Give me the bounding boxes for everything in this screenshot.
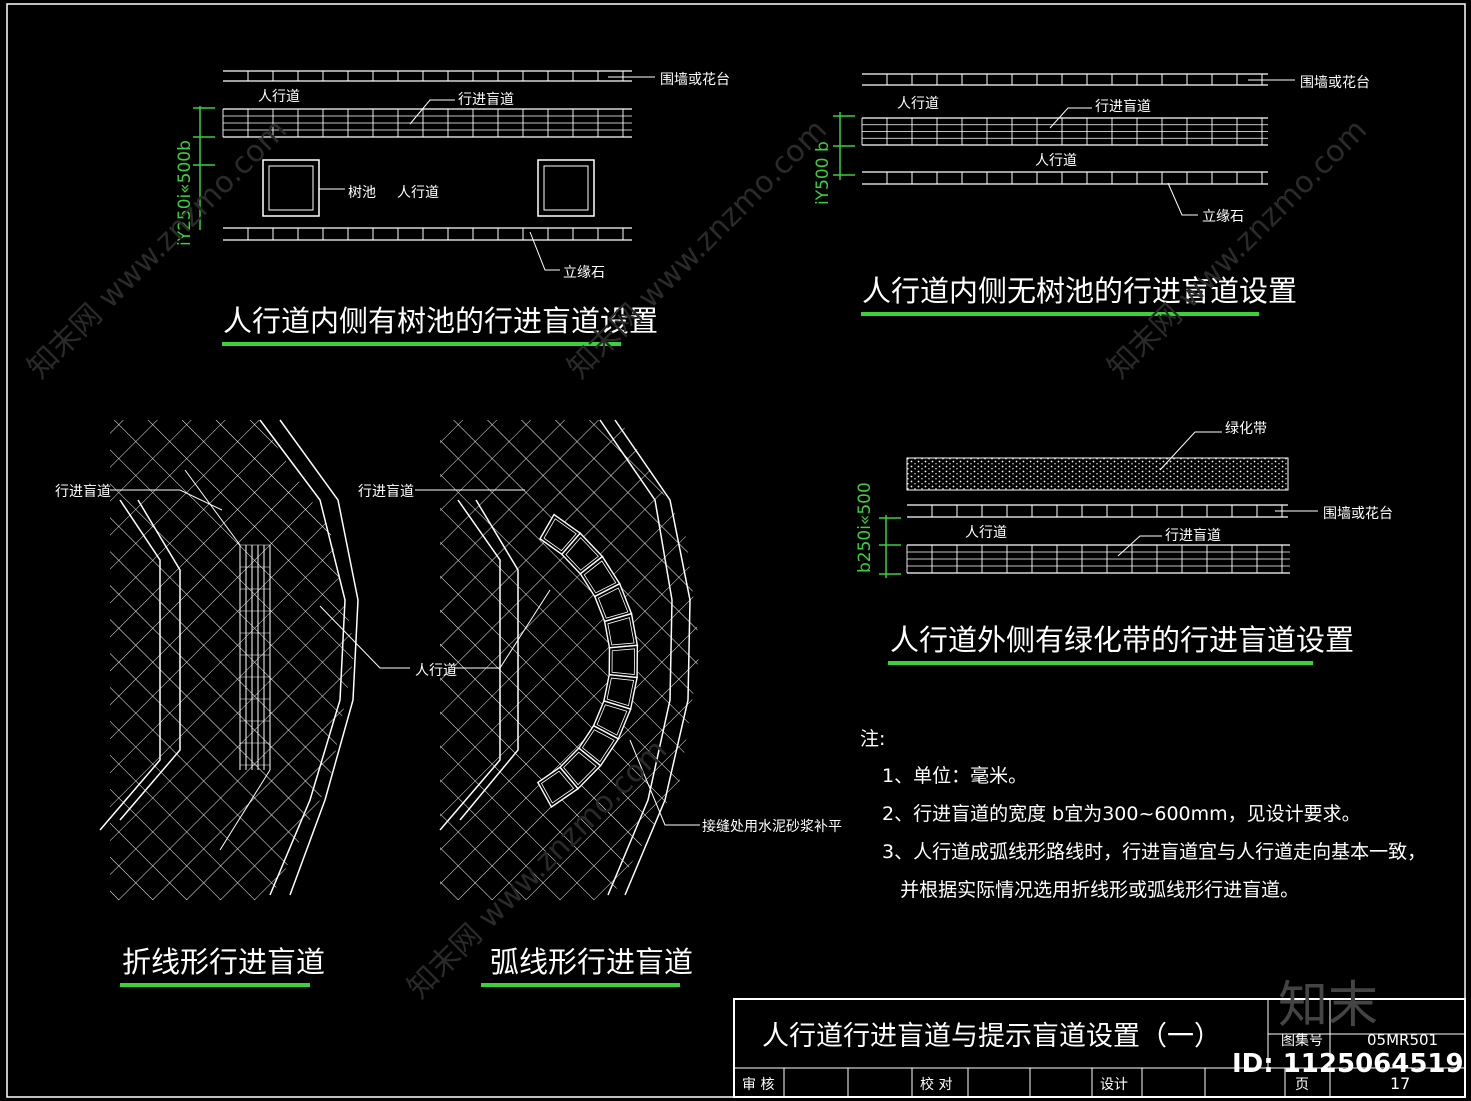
panel-title: 弧线形行进盲道: [490, 945, 693, 979]
title-underline: [481, 983, 680, 987]
label-tactile: 行进盲道: [1095, 98, 1151, 115]
dimension-text: iY500 b: [813, 141, 833, 205]
panel-title: 折线形行进盲道: [122, 945, 325, 979]
tactile-strip: [861, 117, 1268, 146]
tree-pit-left: [262, 159, 320, 217]
title-underline: [222, 342, 621, 346]
review-label: 审 核: [742, 1077, 774, 1093]
label-pit: 树池: [348, 185, 376, 201]
watermark-text: 知末网 www.znzmo.com: [561, 113, 834, 386]
panel-title: 人行道外侧有绿化带的行进盲道设置: [890, 623, 1354, 657]
title-underline: [120, 983, 310, 987]
design-label: 设计: [1100, 1077, 1128, 1093]
note-item: 并根据实际情况选用折线形或弧线形行进盲道。: [882, 879, 1299, 901]
label-tactile: 行进盲道: [458, 91, 514, 108]
wall-strip: [862, 73, 1268, 86]
page-label: 页: [1295, 1077, 1309, 1093]
wall-strip: [223, 70, 632, 82]
label-sidewalk-mid: 人行道: [1035, 153, 1077, 169]
tactile-strip: [906, 544, 1290, 574]
panel-title: 人行道内侧有树池的行进盲道设置: [223, 304, 658, 338]
title-block: 人行道行进盲道与提示盲道设置（一） 图集号 05MR501 审 核 校 对 设计…: [733, 998, 1466, 1098]
label-curb: 立缘石: [1202, 209, 1244, 225]
notes: 注: 1、单位：毫米。 2、行进盲道的宽度 b宜为300~600mm，见设计要求…: [860, 728, 1426, 901]
panel-green-belt: 绿化带 围墙或花台 人行道 行进盲道 b250i«500 人行道外侧有绿化带的行…: [855, 421, 1393, 665]
watermark-id: ID: 1125064519: [1232, 1049, 1464, 1079]
label-joint: 接缝处用水泥砂浆补平: [702, 818, 842, 835]
panel-arc: 行进盲道 人行道 接缝处用水泥砂浆补平 弧线形行进盲道: [358, 419, 842, 987]
page-no: 17: [1390, 1074, 1410, 1093]
tactile-strip-polyline: [184, 469, 271, 851]
wall-strip: [907, 504, 1288, 518]
label-wall: 围墙或花台: [660, 72, 730, 88]
note-item: 3、人行道成弧线形路线时，行进盲道宜与人行道走向基本一致，: [882, 841, 1426, 863]
label-sidewalk: 人行道: [965, 525, 1007, 541]
dimension-text: iY250i«500b: [175, 140, 195, 246]
notes-heading: 注:: [860, 728, 885, 750]
panel-tree-pit: 围墙或花台 人行道 行进盲道 树池 人行道 立缘石 iY250i«500b 人行…: [175, 70, 730, 346]
label-tactile: 行进盲道: [55, 483, 111, 500]
title-underline: [888, 661, 1313, 665]
label-tactile: 行进盲道: [358, 483, 414, 500]
tree-pit-right: [537, 159, 595, 217]
green-belt: [906, 457, 1289, 491]
label-sidewalk: 人行道: [415, 663, 457, 679]
label-sidewalk-top: 人行道: [258, 89, 300, 105]
check-label: 校 对: [920, 1076, 952, 1093]
curb-strip: [223, 227, 632, 241]
curb-strip: [862, 171, 1268, 185]
title-underline: [861, 312, 1259, 316]
label-green: 绿化带: [1225, 421, 1267, 437]
tactile-strip: [222, 108, 632, 138]
panel-polyline: 行进盲道 折线形行进盲道: [55, 419, 410, 987]
label-sidewalk-mid: 人行道: [397, 185, 439, 201]
panel-title: 人行道内侧无树池的行进盲道设置: [862, 274, 1297, 308]
label-curb: 立缘石: [563, 265, 605, 281]
tactile-strip-arc: [536, 513, 639, 808]
sheet-title: 人行道行进盲道与提示盲道设置（一）: [762, 1021, 1221, 1052]
label-wall: 围墙或花台: [1300, 75, 1370, 91]
atlas-label: 图集号: [1281, 1032, 1323, 1049]
watermark-text: 知末网 www.znzmo.com: [1101, 113, 1374, 386]
label-sidewalk-top: 人行道: [897, 96, 939, 112]
watermark-logo: 知末: [1278, 976, 1378, 1034]
dimension-text: b250i«500: [855, 482, 875, 573]
note-item: 2、行进盲道的宽度 b宜为300~600mm，见设计要求。: [882, 803, 1361, 825]
panel-no-pit: 围墙或花台 人行道 行进盲道 人行道 立缘石 iY500 b 人行道内侧无树池的…: [813, 73, 1370, 316]
label-wall: 围墙或花台: [1323, 506, 1393, 522]
atlas-no: 05MR501: [1367, 1031, 1438, 1049]
label-tactile: 行进盲道: [1165, 527, 1221, 544]
note-item: 1、单位：毫米。: [882, 765, 1027, 787]
